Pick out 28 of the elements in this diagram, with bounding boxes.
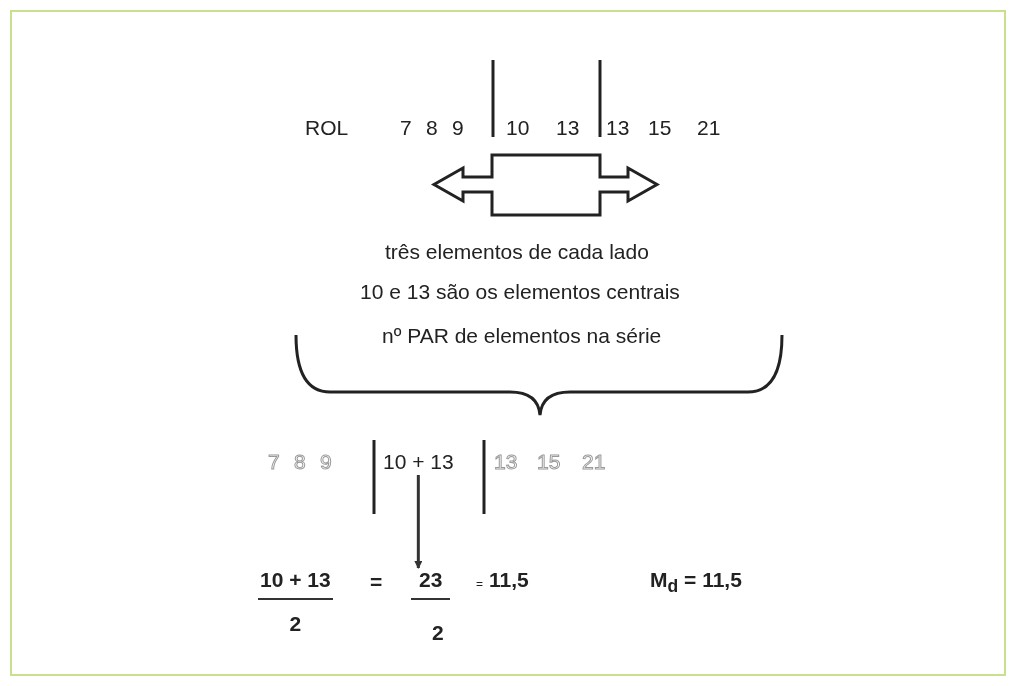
number: 13 <box>494 450 518 474</box>
number: 9 <box>452 116 464 140</box>
number: 7 <box>400 116 412 140</box>
number: 13 <box>556 116 580 140</box>
sum-expression: 10 + 13 <box>383 450 454 474</box>
numerator: 10 + 13 <box>258 568 333 600</box>
arrow <box>414 475 423 569</box>
note-text: nº PAR de elementos na série <box>382 324 662 348</box>
number: 21 <box>697 116 721 140</box>
number: 7 <box>268 450 280 474</box>
denominator: 2 <box>432 621 444 645</box>
median-result: M$_{d}$ = 11,5 <box>650 568 742 599</box>
note-text: três elementos de cada lado <box>385 240 649 264</box>
note-text: 10 e 13 são os elementos centrais <box>360 280 680 304</box>
number: 10 <box>506 116 530 140</box>
equals-sign: = <box>370 570 383 594</box>
number: 21 <box>582 450 606 474</box>
denominator: 2 <box>289 612 302 636</box>
numerator: 23 <box>411 568 451 600</box>
number: 15 <box>537 450 561 474</box>
result-value: 11,5 <box>489 568 529 592</box>
number: 8 <box>294 450 306 474</box>
equals-sign: = <box>476 576 483 593</box>
number: 13 <box>606 116 630 140</box>
row-label: ROL <box>305 116 349 140</box>
number: 9 <box>320 450 332 474</box>
number: 15 <box>648 116 672 140</box>
number: 8 <box>426 116 438 140</box>
